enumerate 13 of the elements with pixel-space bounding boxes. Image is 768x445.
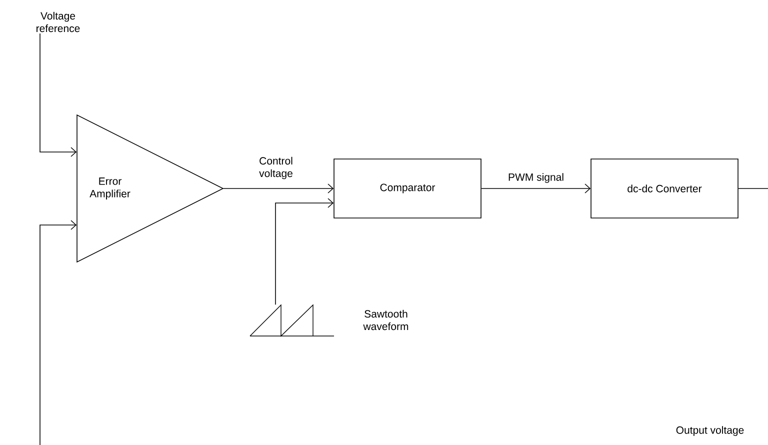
block-box: dc-dc Converter <box>590 158 738 218</box>
arrow <box>275 198 334 305</box>
arrow <box>40 33 77 157</box>
edge-label: PWM signal <box>508 173 564 183</box>
arrow <box>40 220 77 445</box>
edge-label: Control voltage <box>259 156 292 180</box>
block-box: Comparator <box>334 158 482 218</box>
sawtooth-waveform-drawing <box>250 304 334 337</box>
arrow <box>481 184 591 194</box>
node-label: Sawtooth waveform <box>363 310 408 330</box>
arrow <box>223 184 334 194</box>
text-label: Voltage reference <box>36 12 80 32</box>
text-label: Output voltage <box>676 426 744 436</box>
